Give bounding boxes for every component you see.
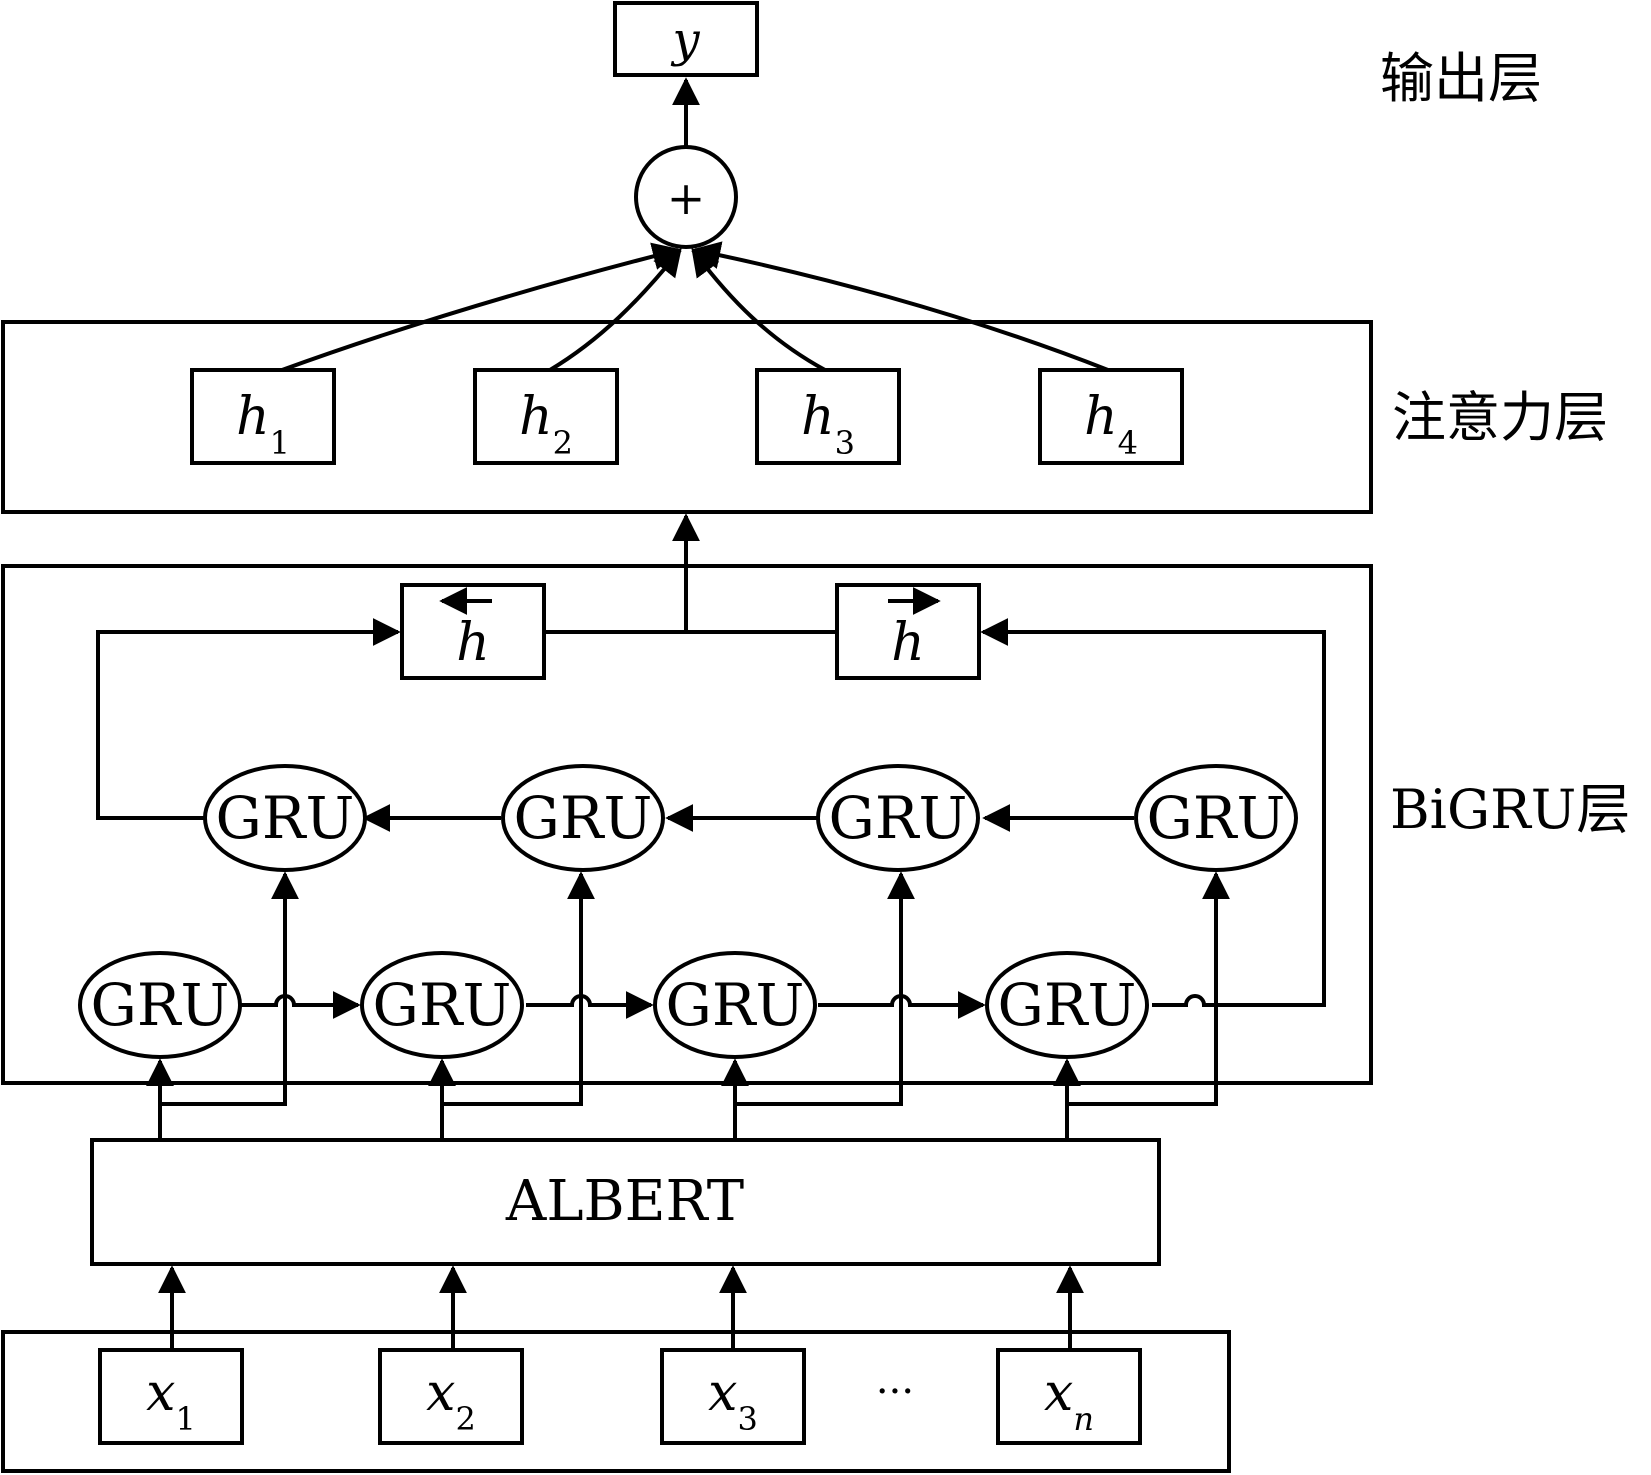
input-token-1-symbol: x	[146, 1363, 175, 1423]
sum-label: +	[667, 171, 706, 225]
attention-node-h4-symbol: h	[1084, 387, 1118, 447]
albert-to-backward-2	[442, 871, 595, 1106]
albert-label: ALBERT	[505, 1169, 744, 1234]
forward-gru-3-label: GRU	[666, 971, 805, 1039]
attention-node-h1-text: h1	[236, 387, 290, 462]
input-token-n-box	[996, 1348, 1142, 1445]
albert-to-backward-3	[735, 871, 915, 1106]
input-token-1-box	[98, 1348, 244, 1445]
input-token-n-symbol: x	[1044, 1363, 1073, 1423]
attention-node-h2-text: h2	[519, 387, 573, 462]
output-box	[613, 1, 759, 77]
forward-gru-4-label: GRU	[998, 971, 1137, 1039]
forward-output-line	[980, 618, 1326, 1007]
input-ellipsis: ···	[876, 1369, 914, 1415]
attention-node-h4-box	[1038, 368, 1184, 465]
input-token-1-sub: 1	[175, 1400, 195, 1438]
albert-to-backward-1	[160, 871, 299, 1106]
input-token-n-text: xn	[1044, 1363, 1094, 1438]
input-token-2-box	[378, 1348, 524, 1445]
input-token-2-sub: 2	[455, 1400, 475, 1438]
input-token-2-text: x2	[426, 1363, 476, 1438]
attention-arrow-h1	[281, 242, 681, 372]
attention-arrow-h4	[692, 241, 1109, 372]
forward-gru-3	[653, 951, 817, 1059]
attention-node-h1-box	[190, 368, 336, 465]
input-token-3-sub: 3	[737, 1400, 757, 1438]
backward-gru-1	[203, 764, 367, 872]
input-token-n-sub: n	[1073, 1400, 1094, 1438]
input-token-n: xn	[996, 1348, 1142, 1445]
forward-gru-1	[78, 951, 242, 1059]
backward-gru-2	[501, 764, 665, 872]
backward-state: h	[400, 583, 546, 680]
input-token-1-text: x1	[146, 1363, 196, 1438]
backward-gru-4-label: GRU	[1147, 784, 1286, 852]
attention-arrow-h2	[548, 247, 682, 372]
attention-node-h1-symbol: h	[236, 387, 270, 447]
attention-node-h4-text: h4	[1084, 387, 1138, 462]
attention-arrow-h3	[691, 247, 826, 372]
sum-node	[634, 145, 738, 249]
albert-to-gru-connections	[146, 871, 1230, 1140]
input-token-1: x1	[98, 1348, 244, 1445]
forward-link-2-3	[526, 991, 654, 1019]
input-token-3: x3	[660, 1348, 806, 1445]
output-label: y	[670, 12, 700, 68]
backward-gru-4	[1134, 764, 1298, 872]
input-token-3-text: x3	[708, 1363, 758, 1438]
attention-node-h4-sub: 4	[1118, 424, 1138, 462]
backward-state-label: h	[456, 613, 490, 673]
albert-to-backward-4	[1067, 871, 1230, 1106]
attention-node-h3-box	[755, 368, 901, 465]
layer-label-output: 输出层	[1380, 47, 1542, 110]
forward-gru-4	[985, 951, 1149, 1059]
attention-node-h1-sub: 1	[270, 424, 290, 462]
input-token-3-symbol: x	[708, 1363, 737, 1423]
attention-node-h3: h3	[755, 368, 901, 465]
layer-label-attention: 注意力层	[1392, 386, 1608, 449]
attention-node-h3-sub: 3	[835, 424, 855, 462]
attention-node-h2-sub: 2	[553, 424, 573, 462]
attention-node-h1: h1	[190, 368, 336, 465]
forward-state-label: h	[891, 613, 925, 673]
attention-node-h4: h4	[1038, 368, 1184, 465]
attention-node-h2: h2	[473, 368, 619, 465]
attention-node-h3-text: h3	[801, 387, 855, 462]
bigru-layer-frame	[1, 564, 1373, 1085]
input-layer-frame	[1, 1330, 1231, 1473]
forward-state: h	[835, 583, 981, 680]
attention-node-h3-symbol: h	[801, 387, 835, 447]
forward-link-1-2	[240, 991, 361, 1019]
backward-gru-3-label: GRU	[829, 784, 968, 852]
backward-gru-2-label: GRU	[514, 784, 653, 852]
forward-gru-2	[360, 951, 524, 1059]
backward-output-line	[96, 618, 401, 820]
forward-gru-1-label: GRU	[91, 971, 230, 1039]
backward-gru-3	[816, 764, 980, 872]
forward-gru-2-label: GRU	[373, 971, 512, 1039]
backward-gru-1-label: GRU	[216, 784, 355, 852]
input-token-2: x2	[378, 1348, 524, 1445]
attention-node-h2-box	[473, 368, 619, 465]
attention-node-h2-symbol: h	[519, 387, 553, 447]
input-token-2-symbol: x	[426, 1363, 455, 1423]
layer-label-bigru: BiGRU层	[1390, 778, 1630, 841]
input-token-3-box	[660, 1348, 806, 1445]
attention-layer-frame	[1, 320, 1373, 514]
albert-box	[90, 1138, 1161, 1266]
